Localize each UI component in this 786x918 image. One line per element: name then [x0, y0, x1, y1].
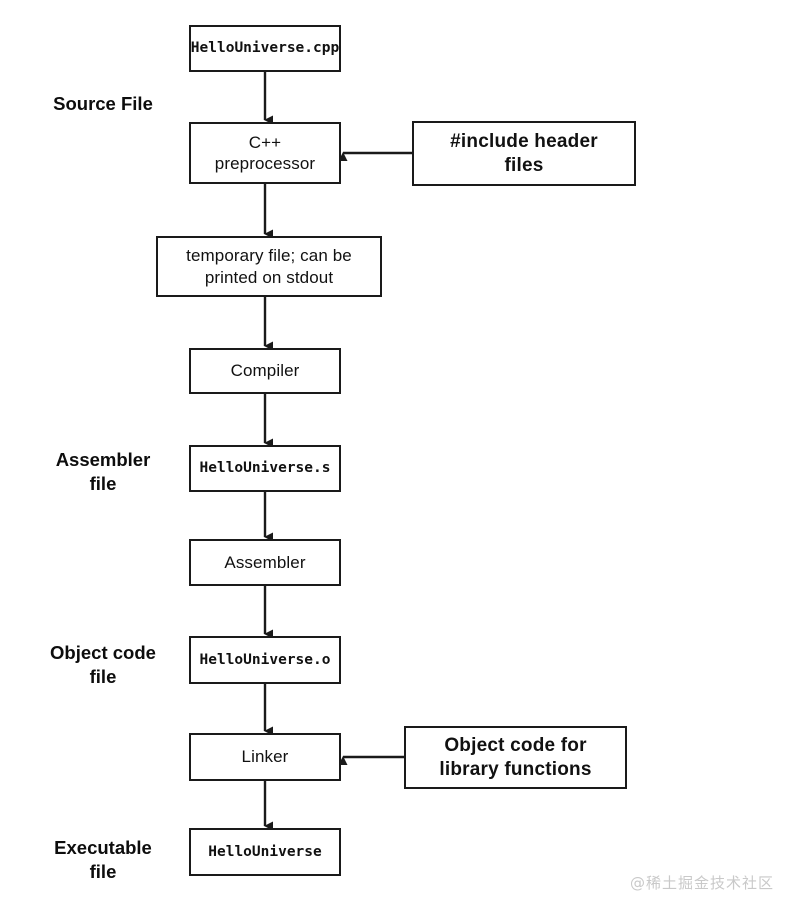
stage-label-source-file: Source File	[53, 93, 153, 114]
watermark: @稀土掘金技术社区	[630, 874, 775, 892]
node-label: Object code for library functions	[439, 734, 592, 780]
stage-label-executable-file: Executable file	[54, 837, 152, 883]
node-preprocessor: C++ preprocessor	[189, 122, 341, 184]
node-label: Linker	[241, 747, 289, 767]
node-assembler: Assembler	[189, 539, 341, 586]
node-include-headers: #include header files	[412, 121, 636, 186]
node-label: HelloUniverse.cpp	[190, 40, 340, 57]
node-label: C++ preprocessor	[214, 132, 316, 173]
node-compiler: Compiler	[189, 348, 341, 394]
node-object-code-file: HelloUniverse.o	[189, 636, 341, 684]
node-label: Assembler	[224, 552, 306, 572]
node-label: Compiler	[230, 361, 300, 381]
node-label: temporary file; can be printed on stdout	[186, 246, 352, 287]
node-source-file: HelloUniverse.cpp	[189, 25, 341, 72]
node-temporary-file: temporary file; can be printed on stdout	[156, 236, 382, 297]
node-label: HelloUniverse.o	[199, 651, 331, 668]
node-label: HelloUniverse	[208, 843, 322, 860]
node-linker: Linker	[189, 733, 341, 781]
stage-label-object-code-file: Object code file	[50, 642, 156, 688]
node-label: #include header files	[450, 130, 598, 176]
node-executable-file: HelloUniverse	[189, 828, 341, 876]
node-assembler-file: HelloUniverse.s	[189, 445, 341, 492]
node-library-object-code: Object code for library functions	[404, 726, 627, 789]
node-label: HelloUniverse.s	[199, 460, 331, 477]
stage-label-assembler-file: Assembler file	[55, 449, 151, 495]
